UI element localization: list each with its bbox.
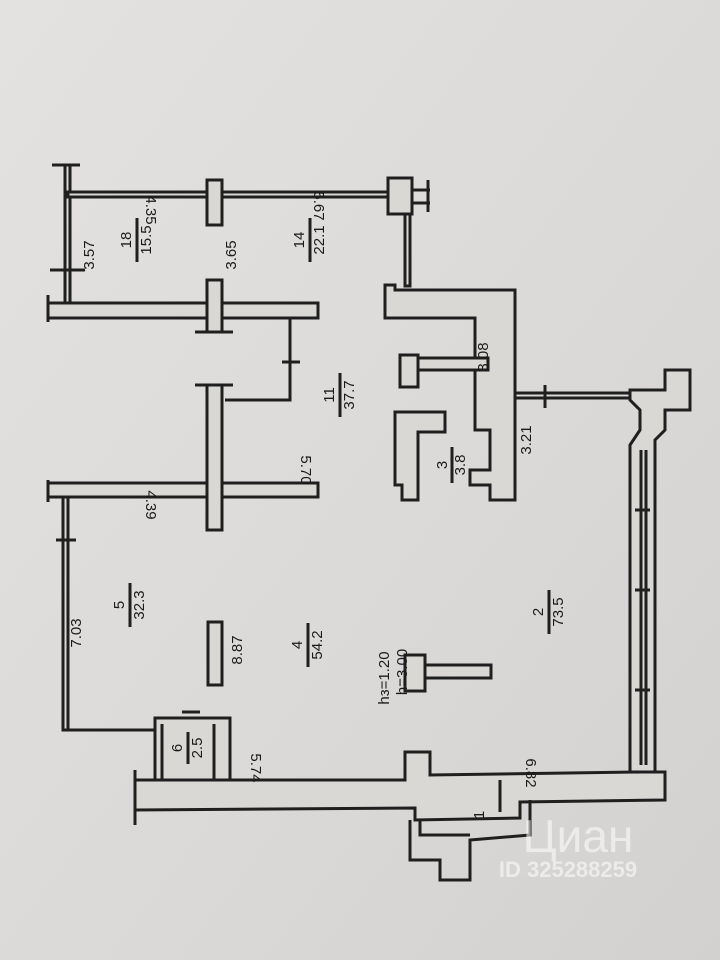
room-area: 73.5 — [550, 597, 567, 626]
watermark: Циан ID 325288259 — [499, 810, 637, 882]
dimension-label: 5.74 — [247, 753, 264, 782]
dimension-label: 3.65 — [223, 240, 240, 269]
t-fixture-bar — [416, 356, 490, 372]
room-number: 2 — [530, 608, 547, 616]
room-area: 2.5 — [189, 738, 206, 759]
room-number: 5 — [111, 601, 128, 609]
dimension-labels: 3.57 4.35 3.65 5.67 5.70 4.39 3.08 3.21 … — [68, 191, 539, 787]
room-number: 14 — [291, 232, 308, 249]
watermark-brand: Циан — [523, 810, 634, 862]
room-number: 18 — [118, 232, 135, 249]
dimension-label: 4.39 — [142, 490, 159, 519]
dimension-label: 7.03 — [68, 618, 85, 647]
room-3-block — [393, 410, 447, 502]
walls — [46, 163, 692, 882]
room-number: 3 — [434, 461, 451, 469]
furniture — [206, 353, 493, 693]
room-area: 22.1 — [311, 225, 328, 254]
dimension-label: 6.82 — [522, 758, 539, 787]
dimension-label: 5.67 — [310, 191, 327, 220]
dimension-label: 3.08 — [475, 342, 492, 371]
room-area: 3.8 — [452, 455, 469, 476]
t-fixture — [398, 353, 420, 389]
room-area: 54.2 — [309, 630, 326, 659]
ceiling-height-label: hз=1.20 — [376, 651, 393, 704]
dimension-label: 3.57 — [81, 240, 98, 269]
column — [206, 620, 224, 687]
dimension-label: 3.21 — [518, 425, 535, 454]
room-number: 11 — [321, 387, 338, 403]
dimension-label: 8.87 — [229, 635, 246, 664]
t-fixture-bar — [423, 663, 493, 680]
dimension-label: 4.35 — [142, 195, 159, 224]
room-area: 15.5 — [138, 225, 155, 254]
room-area: 32.3 — [131, 590, 148, 619]
dimension-label: 5.70 — [297, 455, 314, 484]
room-number: 1 — [471, 811, 488, 819]
room-area: 37.7 — [341, 380, 358, 409]
ceiling-height-label: h=3.00 — [394, 649, 411, 695]
room-number: 4 — [289, 641, 306, 649]
watermark-id: ID 325288259 — [499, 857, 637, 882]
room-number: 6 — [169, 744, 186, 752]
